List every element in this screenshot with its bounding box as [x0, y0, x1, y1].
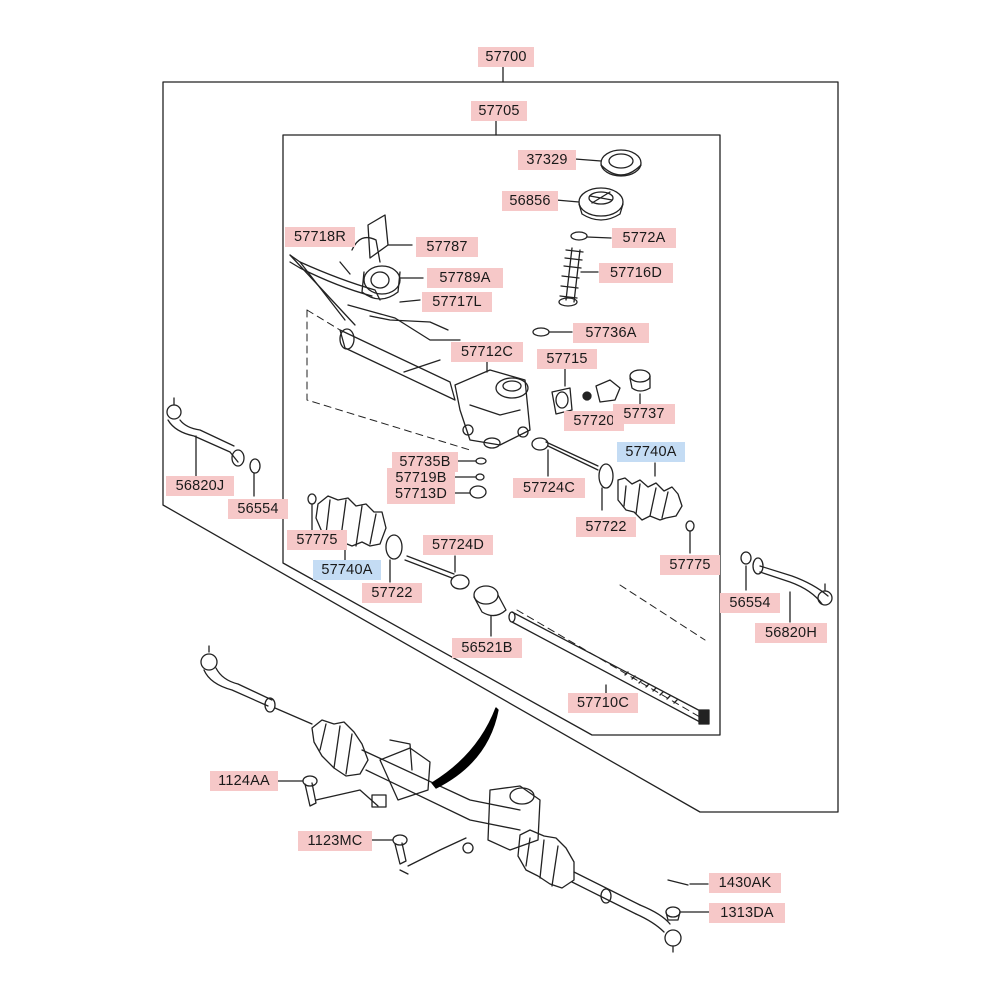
- boot-clamp-right: [598, 463, 614, 511]
- label-57736a: 57736A: [573, 323, 649, 343]
- label-57737: 57737: [613, 404, 675, 424]
- label-57700: 57700: [478, 47, 534, 67]
- bushing-57789a: [361, 265, 424, 300]
- gear-box-frame: [282, 119, 721, 736]
- small-fittings: [451, 437, 501, 499]
- yoke-plug-56856: [555, 187, 624, 221]
- pointer-arrow: [431, 707, 499, 789]
- label-57710c: 57710C: [568, 693, 638, 713]
- label-57713d: 57713D: [387, 484, 455, 504]
- label-37329: 37329: [518, 150, 576, 170]
- label-1123mc: 1123MC: [298, 831, 372, 851]
- label-57717l: 57717L: [422, 292, 492, 312]
- rack-bushing-56521b: [473, 585, 507, 637]
- label-57722-left: 57722: [362, 583, 422, 603]
- boot-left: [315, 495, 387, 563]
- label-57740a-right: 57740A: [617, 442, 685, 462]
- label-57724d: 57724D: [423, 535, 493, 555]
- snap-ring-right: [685, 520, 695, 554]
- label-56820h: 56820H: [755, 623, 827, 643]
- label-56856: 56856: [502, 191, 558, 211]
- feed-tubes: [289, 254, 461, 341]
- label-56521b: 56521B: [452, 638, 522, 658]
- label-57718r: 57718R: [285, 227, 355, 247]
- rack-57710c: [508, 611, 710, 725]
- alignment-guides: [306, 309, 706, 721]
- inner-tie-rod-right: [531, 437, 599, 477]
- assembly-frame: [162, 65, 839, 813]
- label-57712c: 57712C: [451, 342, 523, 362]
- boot-right: [617, 462, 683, 521]
- label-57716d: 57716D: [599, 263, 673, 283]
- tie-rod-end-left-upper: [166, 397, 261, 497]
- label-56554-right: 56554: [720, 593, 780, 613]
- assembled-steering-gear: [200, 645, 711, 953]
- label-57789a: 57789A: [427, 268, 503, 288]
- label-5772a: 5772A: [612, 228, 676, 248]
- mounting-clamp-57787: [351, 214, 413, 263]
- boot-clamp-left: [385, 534, 403, 583]
- label-57705: 57705: [471, 101, 527, 121]
- label-57740a-left: 57740A: [313, 560, 381, 580]
- label-57775-right: 57775: [660, 555, 720, 575]
- bolt-1124aa: [271, 775, 379, 807]
- label-1430ak: 1430AK: [709, 873, 781, 893]
- label-56554-left: 56554: [228, 499, 288, 519]
- label-56820j: 56820J: [166, 476, 234, 496]
- label-57787: 57787: [416, 237, 478, 257]
- label-1124aa: 1124AA: [210, 771, 278, 791]
- label-57735b: 57735B: [392, 452, 458, 472]
- label-57722-right: 57722: [576, 517, 636, 537]
- inner-tie-rod-left: [404, 555, 470, 590]
- gear-housing-57712c: [339, 328, 531, 446]
- label-1313da: 1313DA: [709, 903, 785, 923]
- seal-ring-37329: [574, 149, 642, 177]
- label-57719b: 57719B: [387, 468, 455, 488]
- label-57724c: 57724C: [513, 478, 585, 498]
- o-ring-5772a: [570, 231, 612, 241]
- label-57715: 57715: [537, 349, 597, 369]
- label-57720: 57720: [564, 411, 624, 431]
- snap-ring-left: [307, 493, 317, 531]
- yoke-parts-right: [551, 367, 651, 415]
- o-ring-57736a: [532, 327, 573, 337]
- tie-rod-end-right-upper: [740, 551, 833, 623]
- label-57775-left: 57775: [287, 530, 347, 550]
- pinion-57716d: [558, 247, 599, 307]
- bolt-1123mc: [369, 834, 467, 875]
